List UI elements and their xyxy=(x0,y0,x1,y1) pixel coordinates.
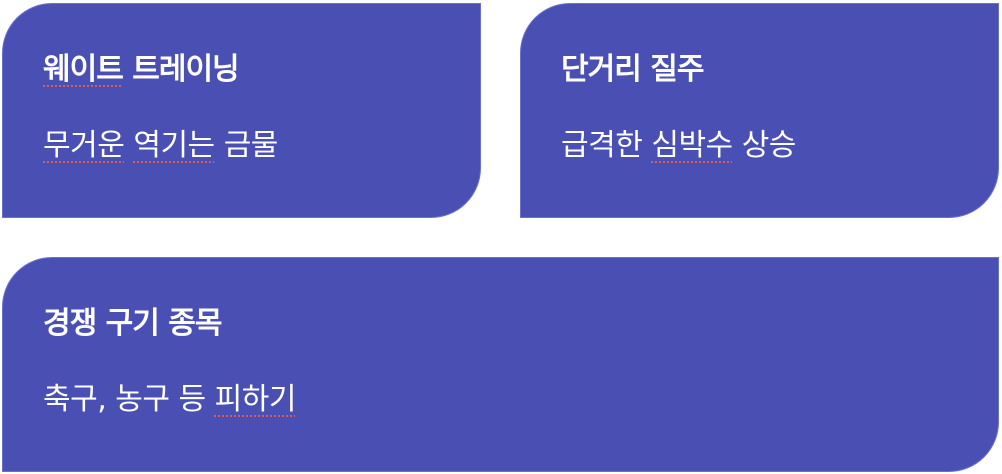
card-weight-training: 웨이트 트레이닝 무거운 역기는 금물 xyxy=(2,3,481,218)
card-title-part: 웨이트 xyxy=(43,52,124,87)
card-text-part: 금물 xyxy=(214,128,279,163)
card-text-part: 축구, 농구 등 xyxy=(43,382,215,417)
card-title: 단거리 질주 xyxy=(561,48,704,92)
card-text-part: 상승 xyxy=(732,128,797,163)
card-title-part: 트레이닝 xyxy=(122,52,239,87)
card-text: 급격한 심박수 상승 xyxy=(561,124,796,168)
card-title-part: 단거리 질주 xyxy=(561,52,704,87)
card-text-part: 피하기 xyxy=(214,382,297,417)
card-sprint: 단거리 질주 급격한 심박수 상승 xyxy=(520,3,999,218)
card-text-part: 역기는 xyxy=(133,128,215,163)
card-title: 웨이트 트레이닝 xyxy=(43,48,240,92)
card-title: 경쟁 구기 종목 xyxy=(43,302,222,346)
card-text: 축구, 농구 등 피하기 xyxy=(43,378,296,422)
card-text-part: 심박수 xyxy=(651,128,733,163)
card-text-part xyxy=(124,128,133,163)
card-text-part: 급격한 xyxy=(561,128,652,163)
card-text: 무거운 역기는 금물 xyxy=(43,124,278,168)
card-text-part: 무거운 xyxy=(43,128,125,163)
card-competitive-ball-sports: 경쟁 구기 종목 축구, 농구 등 피하기 xyxy=(2,257,999,472)
card-title-part: 경쟁 구기 종목 xyxy=(43,306,222,341)
